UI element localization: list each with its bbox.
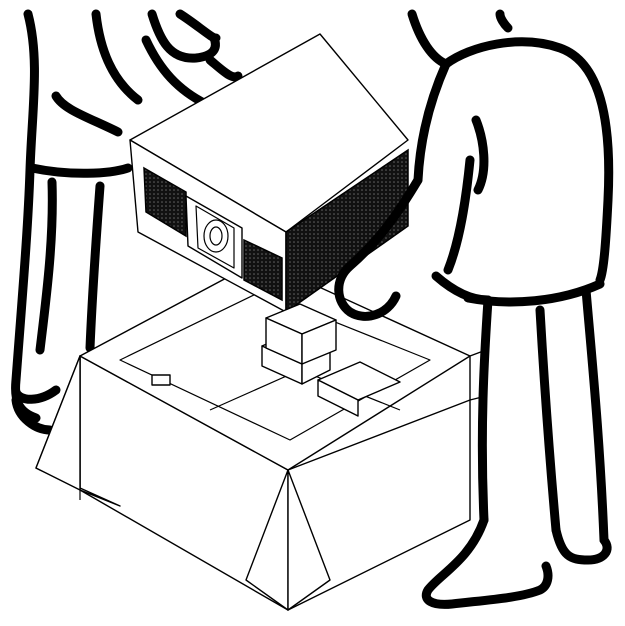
shipping-box — [36, 260, 486, 610]
